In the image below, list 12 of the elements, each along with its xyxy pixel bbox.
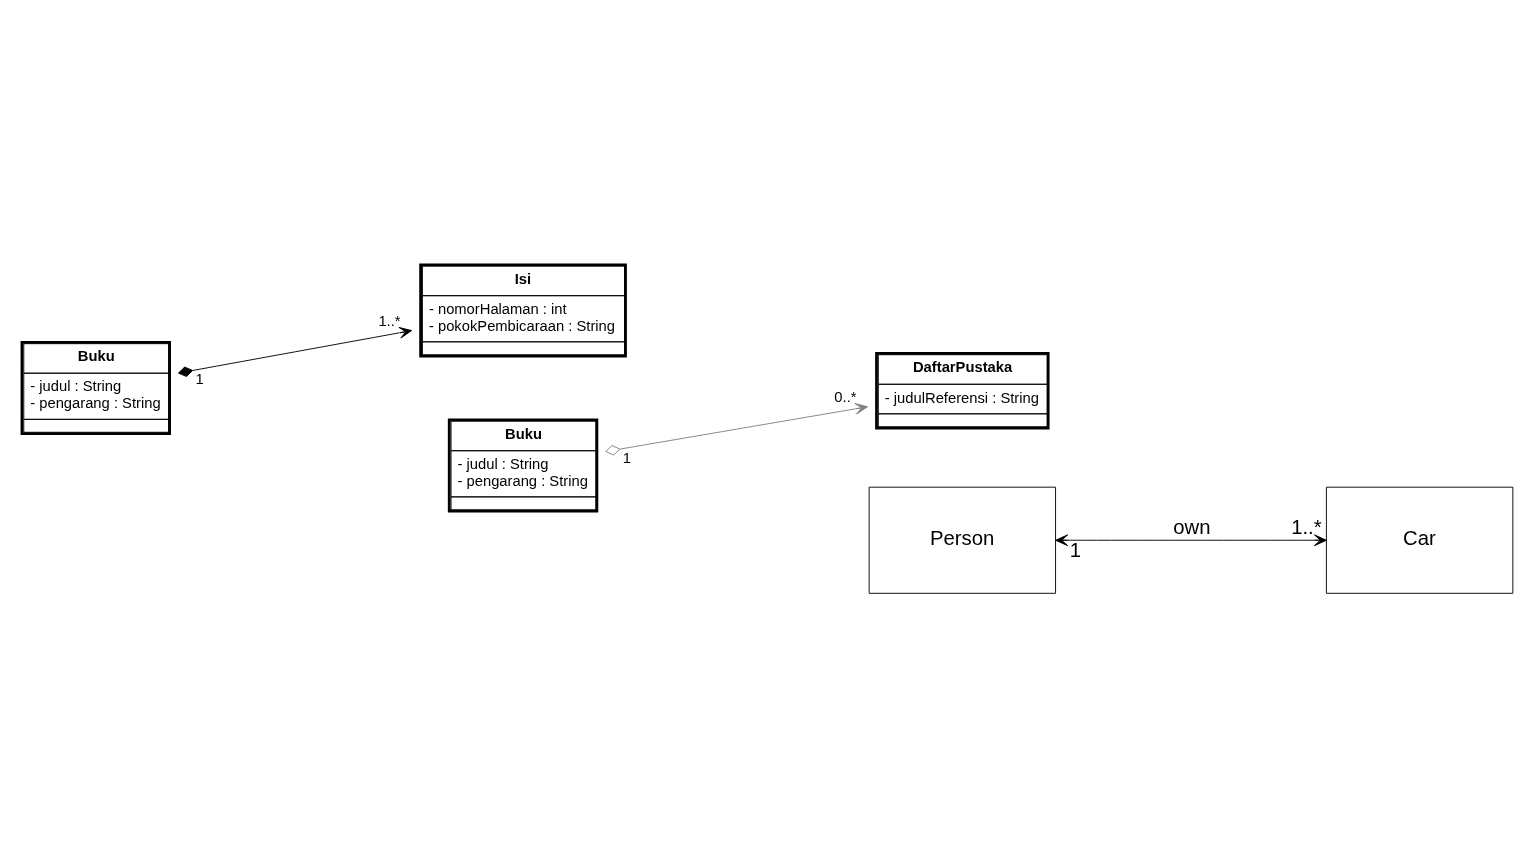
arrow [1055, 533, 1327, 546]
label: 1 [195, 370, 204, 387]
arrow [605, 402, 868, 455]
edge-label: own [1173, 515, 1211, 538]
node-box: Person [868, 486, 1056, 594]
label: 1 [622, 449, 631, 466]
label: 0..* [834, 388, 857, 405]
label: 1 [1069, 538, 1081, 561]
label: 1..* [1291, 515, 1322, 538]
label: 1..* [378, 312, 401, 329]
node-box: Car [1325, 486, 1514, 594]
arrow [178, 326, 413, 377]
